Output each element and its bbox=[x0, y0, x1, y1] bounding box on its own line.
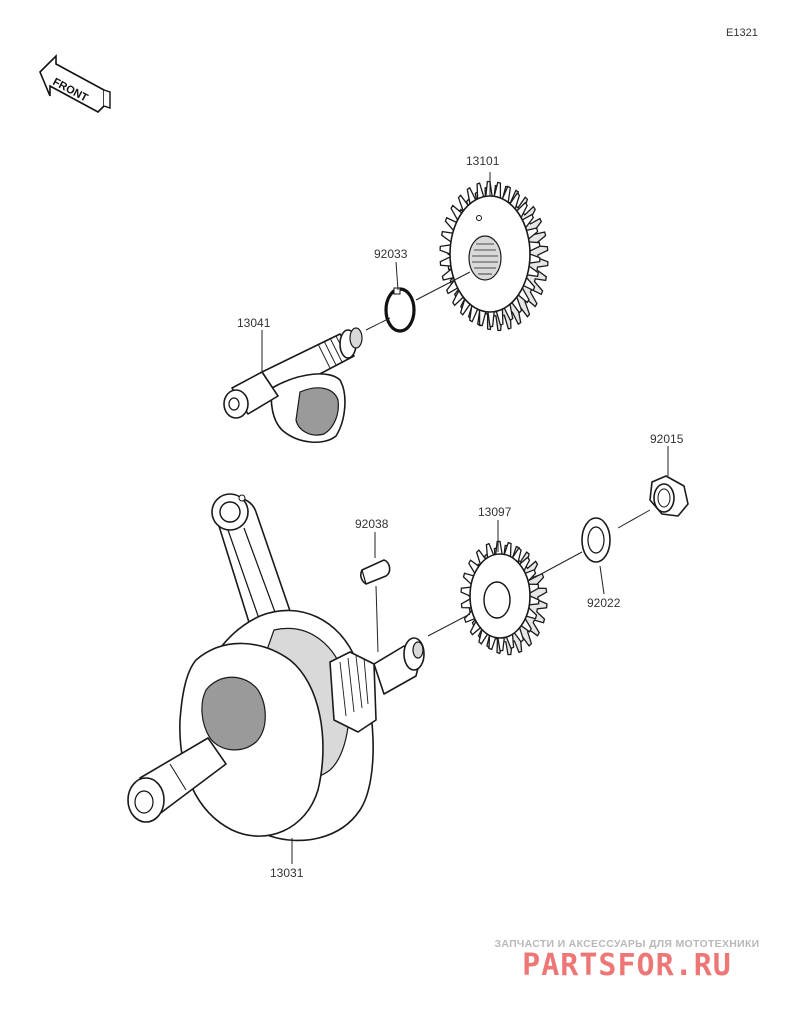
part-label-92038: 92038 bbox=[355, 517, 389, 531]
primary-gear-13097 bbox=[460, 540, 548, 656]
part-label-92015: 92015 bbox=[650, 432, 684, 446]
circlip-92033 bbox=[384, 287, 416, 333]
nut-92015 bbox=[649, 475, 689, 517]
key-92038 bbox=[360, 559, 391, 585]
diagram-code: E1321 bbox=[726, 27, 758, 39]
balancer-shaft-13041 bbox=[223, 327, 363, 443]
watermark-tagline: ЗАПЧАСТИ И АКСЕССУАРЫ ДЛЯ МОТОТЕХНИКИ bbox=[494, 938, 760, 950]
front-arrow-icon: FRONT bbox=[39, 54, 111, 113]
part-label-13097: 13097 bbox=[478, 505, 512, 519]
crankshaft-13031 bbox=[127, 493, 425, 842]
part-label-13041: 13041 bbox=[237, 316, 271, 330]
watermark: ЗАПЧАСТИ И АКСЕССУАРЫ ДЛЯ МОТОТЕХНИКИ PA… bbox=[472, 938, 782, 983]
balancer-gear-13101 bbox=[439, 180, 549, 332]
part-label-13101: 13101 bbox=[466, 154, 500, 168]
watermark-logo: PARTSFOR.RU bbox=[522, 948, 732, 983]
part-label-13031: 13031 bbox=[270, 866, 304, 880]
washer-92022 bbox=[581, 517, 611, 563]
part-label-92022: 92022 bbox=[587, 596, 621, 610]
part-label-92033: 92033 bbox=[374, 247, 408, 261]
